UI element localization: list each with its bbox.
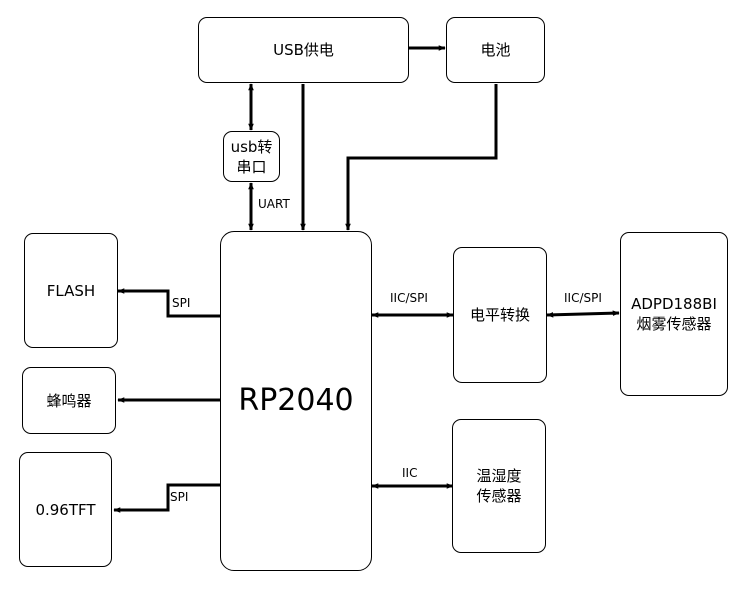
arrow-level-shifter-smoke-sensor: [546, 310, 620, 318]
level-shifter-smoke-label: IIC/SPI: [564, 291, 602, 305]
arrow-mcu-to-tft: [113, 483, 220, 513]
smoke-sensor-block: ADPD188BI 烟雾传感器: [620, 232, 728, 396]
buzzer-block: 蜂鸣器: [22, 367, 116, 434]
tft-block: 0.96TFT: [19, 452, 112, 567]
usb-to-serial-block: usb转 串口: [223, 131, 280, 182]
arrow-mcu-to-flash: [117, 288, 220, 318]
mcu-level-shifter-label: IIC/SPI: [390, 291, 428, 305]
temp-humidity-sensor-block: 温湿度 传感器: [452, 419, 546, 553]
usb-power-block: USB供电: [198, 17, 409, 83]
flash-block: FLASH: [24, 233, 118, 348]
temp-iic-label: IIC: [402, 466, 418, 480]
level-shifter-block: 电平转换: [453, 247, 547, 383]
flash-spi-label: SPI: [172, 296, 191, 310]
tft-spi-label: SPI: [170, 490, 189, 504]
uart-label: UART: [258, 197, 290, 211]
battery-block: 电池: [446, 17, 545, 83]
mcu-block: RP2040: [220, 231, 372, 571]
arrow-battery-to-mcu: [345, 84, 498, 231]
